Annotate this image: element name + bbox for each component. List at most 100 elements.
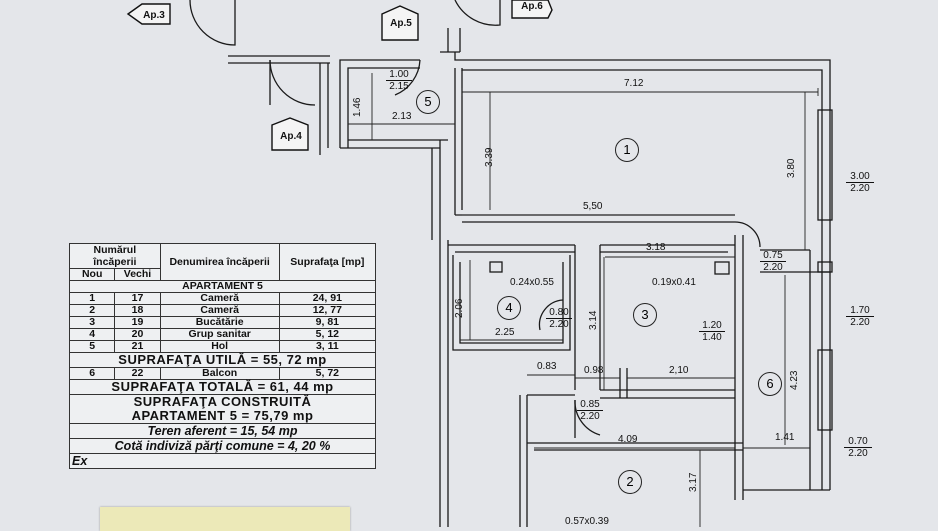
cell-old: 21 (114, 340, 161, 353)
door-swing-arc (394, 59, 421, 96)
ap3-tag: Ap.3 (143, 10, 165, 21)
dim-label: 0.98 (584, 365, 604, 376)
ap6-tag: Ap.6 (521, 1, 543, 12)
area-table: Numărul încăperii Denumirea încăperii Su… (68, 243, 377, 469)
door-swing-arc (454, 0, 501, 26)
header-old: Vechi (114, 268, 161, 281)
header-area: Suprafaţa [mp] (278, 243, 377, 281)
room-number-1: 1 (615, 138, 639, 162)
table-row: 6 22 Balcon 5, 72 (68, 367, 377, 380)
opening-height: 2.20 (763, 262, 783, 273)
ap5-tag: Ap.5 (390, 18, 412, 29)
header-new: Nou (68, 268, 116, 281)
ap4-tag: Ap.4 (280, 131, 302, 142)
opening-width: 0.70 (844, 436, 872, 448)
opening-width: 0.75 (760, 250, 786, 262)
cell-new: 5 (68, 340, 116, 353)
dim-label: 3.80 (786, 158, 797, 178)
built-area-value: APARTAMENT 5 = 75,79 mp (69, 409, 376, 424)
section-title: APARTAMENT 5 (69, 280, 376, 293)
room-number-5: 5 (416, 90, 440, 114)
door-swing-arc (269, 59, 316, 106)
sticky-note (100, 507, 350, 531)
cell-area: 9, 81 (278, 316, 377, 329)
opening-width: 0.80 (546, 307, 572, 319)
cell-new: 1 (68, 292, 116, 305)
dim-label: 1.41 (775, 432, 795, 443)
door-swing-arc (734, 221, 761, 248)
cell-name: Cameră (159, 292, 280, 305)
cell-old: 22 (114, 367, 161, 380)
cell-new: 4 (68, 328, 116, 341)
cell-old: 19 (114, 316, 161, 329)
cell-old: 20 (114, 328, 161, 341)
table-row: 1 17 Cameră 24, 91 (68, 292, 377, 305)
opening-width: 1.20 (699, 320, 725, 332)
cell-name: Balcon (159, 367, 280, 380)
cell-area: 3, 11 (278, 340, 377, 353)
ap5-tag-shape (381, 5, 419, 41)
room-number-6: 6 (758, 372, 782, 396)
dim-label: 4.23 (789, 370, 800, 390)
cell-area: 12, 77 (278, 304, 377, 317)
opening-width: 0.85 (577, 399, 603, 411)
dim-label: 2,10 (669, 365, 689, 376)
dim-label: 0.57x0.39 (565, 516, 609, 527)
cell-name: Grup sanitar (159, 328, 280, 341)
table-row: 4 20 Grup sanitar 5, 12 (68, 328, 377, 341)
dim-label: 2.13 (392, 111, 412, 122)
cell-name: Hol (159, 340, 280, 353)
opening-height: 2.20 (850, 183, 870, 194)
cell-old: 18 (114, 304, 161, 317)
dim-label: 0.24x0.55 (510, 277, 554, 288)
built-area-title: SUPRAFAŢA CONSTRUITĂ (69, 394, 376, 409)
room-number-3: 3 (633, 303, 657, 327)
ap3-tag-shape (126, 3, 171, 25)
dim-label: 3.14 (588, 310, 599, 330)
opening-width: 3.00 (846, 171, 874, 183)
room-number-2: 2 (618, 470, 642, 494)
dim-label: 2.06 (454, 298, 465, 318)
table-row: 5 21 Hol 3, 11 (68, 340, 377, 353)
opening-height: 2.20 (549, 319, 569, 330)
cell-new: 2 (68, 304, 116, 317)
truncated-row: Ex (69, 453, 376, 469)
dim-label: 0.19x0.41 (652, 277, 696, 288)
room-number-4: 4 (497, 296, 521, 320)
table-row: 3 19 Bucătărie 9, 81 (68, 316, 377, 329)
dim-label: 3.18 (646, 242, 666, 253)
cell-name: Bucătărie (159, 316, 280, 329)
opening-height: 2.20 (848, 448, 868, 459)
dim-label: 2.25 (495, 327, 515, 338)
dim-label: 1.46 (352, 97, 363, 117)
dim-label: 0.83 (537, 361, 557, 372)
door-swing-arc (538, 299, 564, 331)
cell-area: 5, 72 (278, 367, 377, 380)
cell-old: 17 (114, 292, 161, 305)
ap6-tag-shape (511, 0, 553, 19)
dim-label: 7.12 (624, 78, 644, 89)
door-swing-arc (189, 0, 236, 46)
table-row: 2 18 Cameră 12, 77 (68, 304, 377, 317)
cell-name: Cameră (159, 304, 280, 317)
common-share: Cotă indiviză părţi comune = 4, 20 % (69, 438, 376, 454)
header-room-number: Numărul încăperii (69, 243, 161, 269)
dim-label: 4.09 (618, 434, 638, 445)
opening-width: 1.70 (846, 305, 874, 317)
opening-width: 1.00 (386, 69, 412, 81)
opening-height: 1.40 (702, 332, 722, 343)
ap4-tag-shape (271, 117, 309, 151)
dim-label: 3.39 (484, 147, 495, 167)
opening-height: 2.15 (389, 81, 409, 92)
dim-label: 3.17 (688, 472, 699, 492)
land-area: Teren aferent = 15, 54 mp (69, 423, 376, 439)
opening-height: 2.20 (580, 411, 600, 422)
